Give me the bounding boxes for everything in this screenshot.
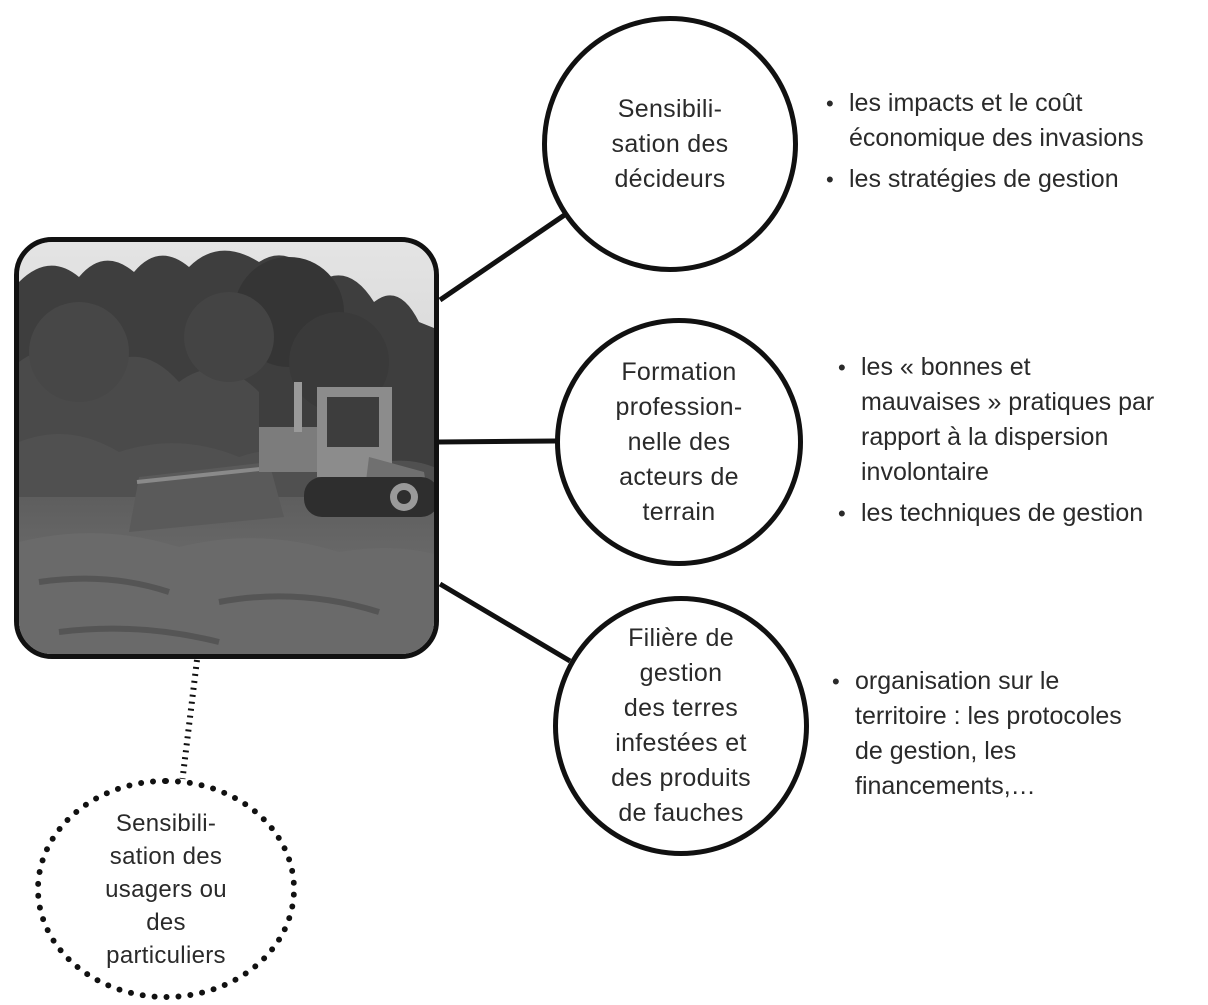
node-filiere-label: Filière de gestion des terres infestées …: [611, 624, 751, 827]
bullets-decideurs: les impacts et le coût économique des in…: [826, 86, 1144, 203]
node-decideurs-label: Sensibili- sation des décideurs: [611, 94, 729, 193]
bullet-item: les « bonnes et mauvaises » pratiques pa…: [838, 350, 1154, 490]
bullets-formation: les « bonnes et mauvaises » pratiques pa…: [838, 350, 1154, 537]
connector-formation: [438, 438, 557, 445]
node-formation-label: Formation profession- nelle des acteurs …: [615, 357, 743, 526]
connector-filiere: [438, 581, 572, 664]
bullet-item: les techniques de gestion: [838, 496, 1154, 531]
node-filiere: Filière de gestion des terres infestées …: [553, 596, 809, 856]
node-decideurs: Sensibili- sation des décideurs: [542, 16, 798, 272]
bulldozer-illustration: [19, 242, 434, 654]
connector-decideurs: [438, 211, 568, 303]
bullets-filiere: organisation sur le territoire : les pro…: [832, 664, 1122, 810]
bullet-item: organisation sur le territoire : les pro…: [832, 664, 1122, 804]
bulldozer-shape: [129, 382, 434, 532]
bullet-item: les stratégies de gestion: [826, 162, 1144, 197]
bullet-item: les impacts et le coût économique des in…: [826, 86, 1144, 156]
bulldozer-photo: [14, 237, 439, 659]
connector-usagers: [179, 659, 200, 784]
node-usagers-label: Sensibili- sation des usagers ou des par…: [105, 809, 227, 969]
node-usagers: Sensibili- sation des usagers ou des par…: [35, 778, 297, 1000]
node-formation: Formation profession- nelle des acteurs …: [555, 318, 803, 566]
